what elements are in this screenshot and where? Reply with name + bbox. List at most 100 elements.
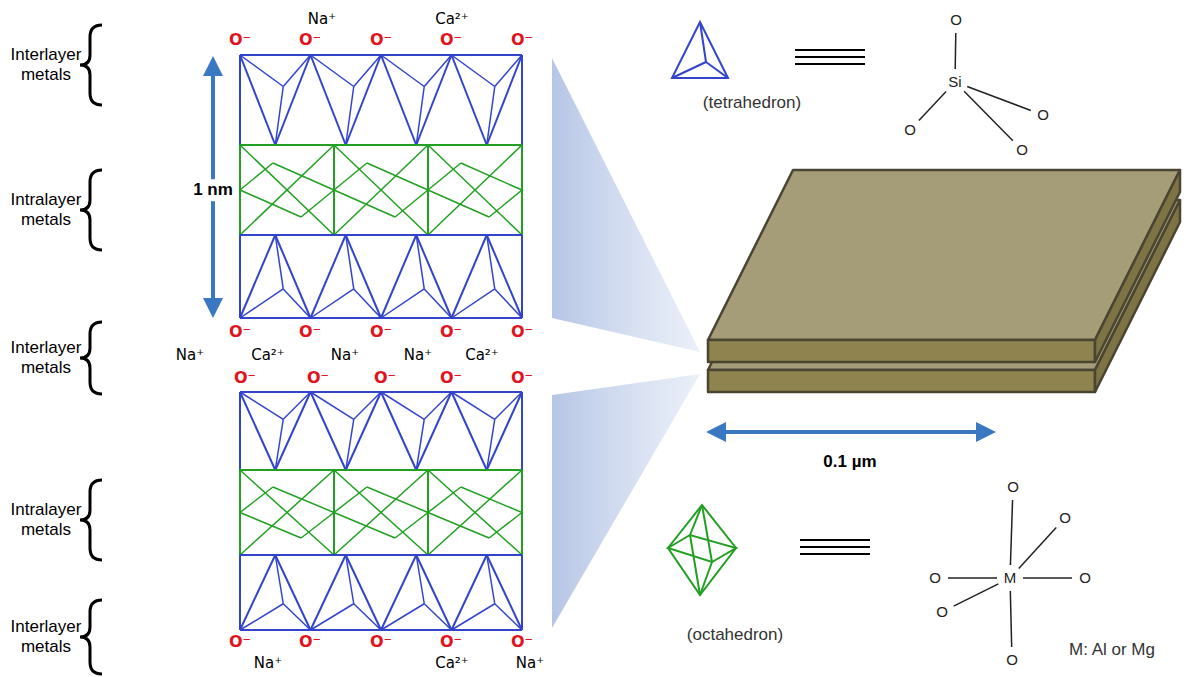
atom-label: O	[1079, 569, 1091, 586]
clay-platelet	[708, 170, 1180, 392]
oxygen-label: O⁻	[299, 323, 321, 341]
tetrahedral-sheet	[424, 55, 451, 87]
octahedral-sheet	[240, 554, 522, 556]
tetrahedral-sheet	[495, 604, 522, 630]
tetrahedral-sheet	[240, 289, 283, 318]
tetrahedral-sheet	[381, 289, 424, 318]
tetrahedral-sheet	[416, 87, 424, 146]
oxygen-label: O⁻	[307, 369, 329, 387]
octahedral-sheet	[240, 163, 273, 190]
tetrahedral-sheet	[311, 55, 354, 87]
tetrahedral-sheet	[416, 555, 424, 604]
caption: (octahedron)	[687, 625, 783, 645]
tetrahedral-sheet	[346, 235, 381, 318]
ion-label: Ca²⁺	[465, 347, 499, 364]
octahedral-sheet	[489, 513, 522, 539]
octahedral-sheet	[240, 513, 301, 539]
layer-label: Interlayer metals	[2, 617, 90, 656]
atom-label: O	[1016, 141, 1028, 158]
tetrahedral-sheet	[346, 87, 354, 146]
tetrahedral-sheet	[275, 555, 310, 630]
tetrahedral-sheet	[495, 392, 522, 419]
atom-label: Si	[948, 73, 961, 90]
tetrahedral-sheet	[275, 55, 310, 145]
octahedral-sheet	[273, 487, 334, 513]
octahedral-sheet	[301, 513, 334, 539]
tetrahedral-sheet	[239, 392, 241, 470]
tetrahedral-sheet	[487, 235, 522, 318]
tetrahedral-sheet	[275, 235, 283, 289]
octahedral-sheet	[334, 163, 367, 190]
atom-label: O	[936, 603, 948, 620]
chemical-bond	[954, 584, 999, 606]
oxygen-label: O⁻	[440, 323, 462, 341]
octahedral-sheet	[428, 487, 461, 513]
tetrahedral-sheet	[240, 604, 283, 630]
tetrahedral-sheet	[521, 392, 523, 470]
tetrahedral-sheet	[452, 604, 495, 630]
octahedral-sheet	[461, 163, 522, 190]
zoom-wedge	[552, 58, 700, 352]
chemical-bond	[954, 33, 956, 69]
octahedral-sheet	[301, 190, 334, 217]
tetrahedral-sheet	[452, 289, 495, 318]
oxygen-label: O⁻	[511, 323, 533, 341]
tetrahedral-sheet	[487, 555, 495, 604]
dimension-label: 1 nm	[190, 179, 236, 201]
tetrahedral-sheet	[487, 419, 495, 470]
tetrahedral-sheet	[521, 235, 523, 318]
oxygen-label: O⁻	[440, 31, 462, 49]
caption: (tetrahedron)	[703, 93, 801, 113]
chemical-bond	[1010, 591, 1011, 647]
tetrahedral-sheet	[275, 235, 310, 318]
tetrahedral-sheet	[381, 55, 424, 87]
octahedral-sheet	[395, 513, 428, 539]
octahedral-sheet	[428, 145, 522, 235]
octahedral-sheet	[334, 190, 395, 217]
tetrahedral-sheet	[346, 392, 381, 470]
oxygen-label: O⁻	[511, 633, 533, 651]
octahedral-sheet	[240, 469, 522, 471]
tetrahedral-sheet	[311, 604, 354, 630]
octahedral-sheet	[240, 470, 334, 555]
tetrahedral-sheet	[487, 55, 522, 145]
tetrahedral-sheet	[487, 87, 495, 146]
tetrahedral-sheet	[424, 604, 451, 630]
oxygen-label: O⁻	[229, 31, 251, 49]
oxygen-label: O⁻	[440, 369, 462, 387]
octahedral-sheet	[334, 470, 428, 555]
dimension-arrow	[710, 430, 992, 434]
octahedral-sheet	[334, 145, 428, 235]
oxygen-label: O⁻	[511, 31, 533, 49]
atom-label: O	[929, 569, 941, 586]
tetrahedral-sheet	[487, 235, 495, 289]
ion-label: Na⁺	[176, 347, 204, 364]
octahedral-sheet	[461, 487, 522, 513]
tetrahedral-sheet	[381, 392, 424, 419]
tetrahedral-sheet	[240, 55, 283, 87]
tetrahedral-sheet	[521, 55, 523, 145]
tetrahedral-sheet	[275, 87, 283, 146]
tetrahedral-sheet	[354, 289, 381, 318]
octahedral-sheet	[334, 145, 428, 235]
tetrahedral-sheet	[424, 289, 451, 318]
layer-label: Intralayer metals	[2, 500, 90, 539]
chemical-bond	[964, 91, 1013, 140]
chemical-bond	[967, 87, 1031, 111]
layer-label: Interlayer metals	[2, 338, 90, 377]
tetrahedral-sheet	[354, 55, 381, 87]
tetrahedral-sheet	[346, 235, 354, 289]
ion-label: Ca²⁺	[435, 655, 469, 672]
octahedral-sheet	[240, 145, 334, 235]
layer-label: Intralayer metals	[2, 190, 90, 229]
tetrahedral-sheet	[416, 55, 451, 145]
octahedral-sheet	[334, 513, 395, 539]
atom-label: O	[1059, 509, 1071, 526]
tetrahedral-sheet	[416, 392, 451, 470]
oxygen-label: O⁻	[370, 633, 392, 651]
tetrahedral-sheet	[240, 554, 522, 556]
oxygen-label: O⁻	[370, 323, 392, 341]
tetrahedral-sheet	[346, 419, 354, 470]
tetrahedral-sheet	[424, 392, 451, 419]
oxygen-label: O⁻	[299, 633, 321, 651]
